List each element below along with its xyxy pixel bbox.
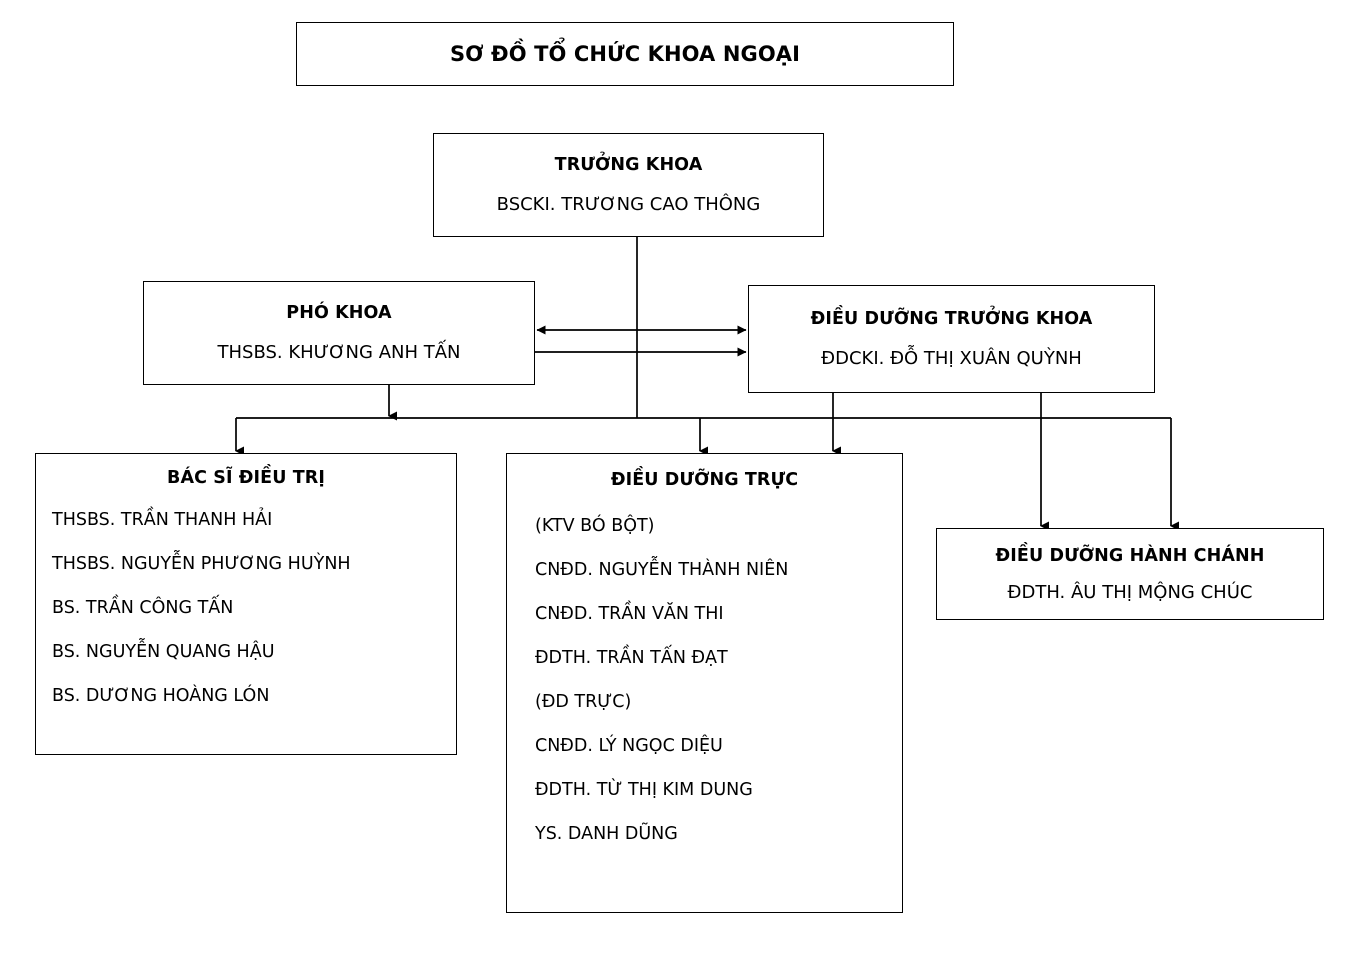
node-deputy-head[interactable]: PHÓ KHOA THSBS. KHƯƠNG ANH TẤN	[143, 281, 535, 385]
list-item: THSBS. NGUYỄN PHƯƠNG HUỲNH	[52, 554, 351, 574]
node-head-nurse-title: ĐIỀU DƯỠNG TRƯỞNG KHOA	[810, 309, 1093, 329]
doctors-member-list: THSBS. TRẦN THANH HẢI THSBS. NGUYỄN PHƯƠ…	[36, 510, 456, 730]
list-item: CNĐD. NGUYỄN THÀNH NIÊN	[535, 560, 789, 580]
node-admin-nurse-title: ĐIỀU DƯỠNG HÀNH CHÁNH	[995, 545, 1265, 566]
list-item: (ĐD TRỰC)	[535, 692, 632, 712]
node-head-person: BSCKI. TRƯƠNG CAO THÔNG	[496, 194, 761, 215]
list-item: THSBS. TRẦN THANH HẢI	[52, 510, 273, 530]
node-admin-nurse[interactable]: ĐIỀU DƯỠNG HÀNH CHÁNH ĐDTH. ÂU THỊ MỘNG …	[936, 528, 1324, 620]
duty-nurses-member-list: (KTV BÓ BỘT) CNĐD. NGUYỄN THÀNH NIÊN CNĐ…	[507, 516, 902, 868]
chart-title-box: SƠ ĐỒ TỔ CHỨC KHOA NGOẠI	[296, 22, 954, 86]
node-deputy-title: PHÓ KHOA	[286, 303, 392, 323]
page-title: SƠ ĐỒ TỔ CHỨC KHOA NGOẠI	[449, 42, 801, 66]
list-item: BS. NGUYỄN QUANG HẬU	[52, 642, 275, 662]
node-head-nurse-person: ĐDCKI. ĐỖ THỊ XUÂN QUỲNH	[821, 348, 1082, 369]
list-item: BS. DƯƠNG HOÀNG LÓN	[52, 686, 270, 706]
list-item: CNĐD. TRẦN VĂN THI	[535, 604, 724, 624]
list-item: (KTV BÓ BỘT)	[535, 516, 655, 536]
list-item: ĐDTH. TỪ THỊ KIM DUNG	[535, 780, 753, 800]
list-item: CNĐD. LÝ NGỌC DIỆU	[535, 736, 723, 756]
node-head-nurse[interactable]: ĐIỀU DƯỠNG TRƯỞNG KHOA ĐDCKI. ĐỖ THỊ XUÂ…	[748, 285, 1155, 393]
list-item: ĐDTH. TRẦN TẤN ĐẠT	[535, 648, 728, 668]
node-deputy-person: THSBS. KHƯƠNG ANH TẤN	[217, 342, 461, 363]
node-head-title: TRƯỞNG KHOA	[554, 155, 703, 175]
list-item: YS. DANH DŨNG	[535, 824, 678, 844]
node-duty-nurses[interactable]: ĐIỀU DƯỠNG TRỰC (KTV BÓ BỘT) CNĐD. NGUYỄ…	[506, 453, 903, 913]
list-item: BS. TRẦN CÔNG TẤN	[52, 598, 234, 618]
node-doctors-title: BÁC SĨ ĐIỀU TRỊ	[167, 468, 325, 488]
node-treating-doctors[interactable]: BÁC SĨ ĐIỀU TRỊ THSBS. TRẦN THANH HẢI TH…	[35, 453, 457, 755]
node-duty-nurses-title: ĐIỀU DƯỠNG TRỰC	[610, 470, 799, 490]
node-head-of-department[interactable]: TRƯỞNG KHOA BSCKI. TRƯƠNG CAO THÔNG	[433, 133, 824, 237]
node-admin-nurse-person: ĐDTH. ÂU THỊ MỘNG CHÚC	[1007, 581, 1253, 603]
